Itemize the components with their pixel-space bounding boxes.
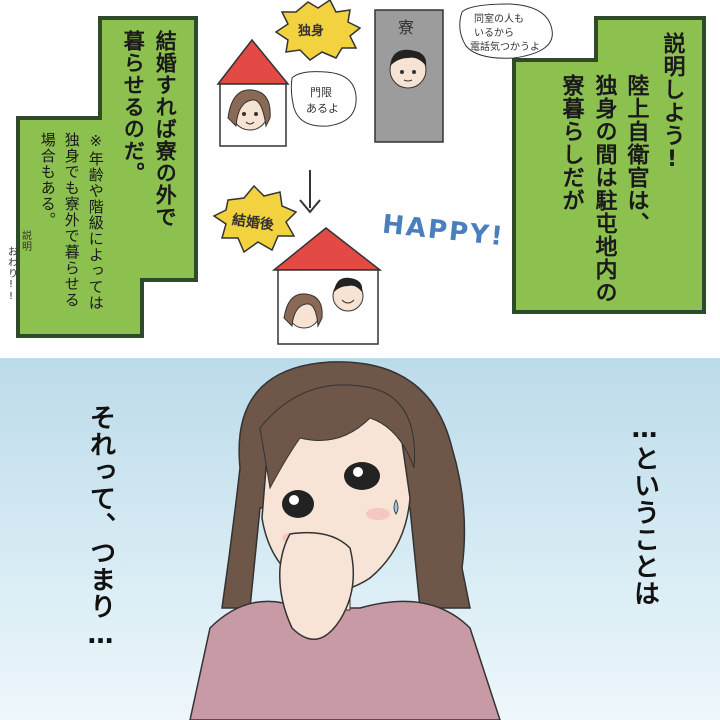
caption-boxes bbox=[16, 16, 706, 338]
bottom-panel: …ということは それって、つまり… bbox=[0, 358, 720, 720]
right-caption-box bbox=[512, 16, 706, 314]
dorm-label: 寮 bbox=[398, 18, 415, 37]
down-arrow bbox=[299, 170, 321, 214]
woman-left-eye bbox=[282, 490, 314, 518]
explanation-illustration bbox=[212, 0, 553, 345]
right-monologue: …ということは bbox=[629, 414, 660, 607]
curfew-note-line1: 門限 bbox=[310, 86, 332, 99]
top-panel: 説明しよう! 陸上自衛官は、 独身の間は駐屯地内の 寮暮らしだが 結婚すれば寮の… bbox=[0, 0, 720, 352]
aside-col1: 説明 bbox=[19, 230, 31, 252]
left-monologue: それって、つまり… bbox=[85, 404, 116, 651]
single-burst bbox=[274, 0, 362, 61]
left-caption-note2: 独身でも寮外で暮らせる bbox=[62, 132, 81, 308]
panel-divider bbox=[0, 352, 720, 358]
woman-right-eye bbox=[344, 462, 380, 490]
left-caption-col1: 結婚すれば寮の外で bbox=[153, 30, 178, 228]
left-caption-box bbox=[16, 16, 198, 338]
woman-hand bbox=[279, 531, 355, 641]
curfew-note bbox=[290, 71, 357, 127]
left-caption-note1: ※年齢や階級によっては bbox=[86, 132, 105, 311]
dorm-note-line2: いるから bbox=[474, 28, 514, 39]
dorm-note-line3: 電話気つかうよ bbox=[470, 42, 540, 53]
right-caption-col4: 寮暮らしだが bbox=[558, 74, 584, 212]
woman-illustration bbox=[189, 361, 501, 720]
right-caption-col1: 説明しよう! bbox=[659, 32, 685, 173]
left-caption-note3: 場合もある。 bbox=[38, 132, 57, 228]
married-burst bbox=[212, 184, 298, 254]
single-house-roof bbox=[216, 38, 290, 85]
right-caption-col2: 陸上自衛官は、 bbox=[623, 74, 649, 235]
woman-shirt bbox=[189, 600, 501, 720]
right-caption-col3: 独身の間は駐屯地内の bbox=[591, 74, 617, 304]
single-label: 独身 bbox=[298, 24, 325, 39]
curfew-note-line2: あるよ bbox=[306, 102, 339, 115]
dorm-phone-note bbox=[459, 3, 553, 59]
aside-col2: おわり!! bbox=[5, 246, 17, 303]
dorm-note-line1: 同室の人も bbox=[474, 14, 524, 25]
left-caption-col2: 暮らせるのだ。 bbox=[121, 30, 146, 184]
